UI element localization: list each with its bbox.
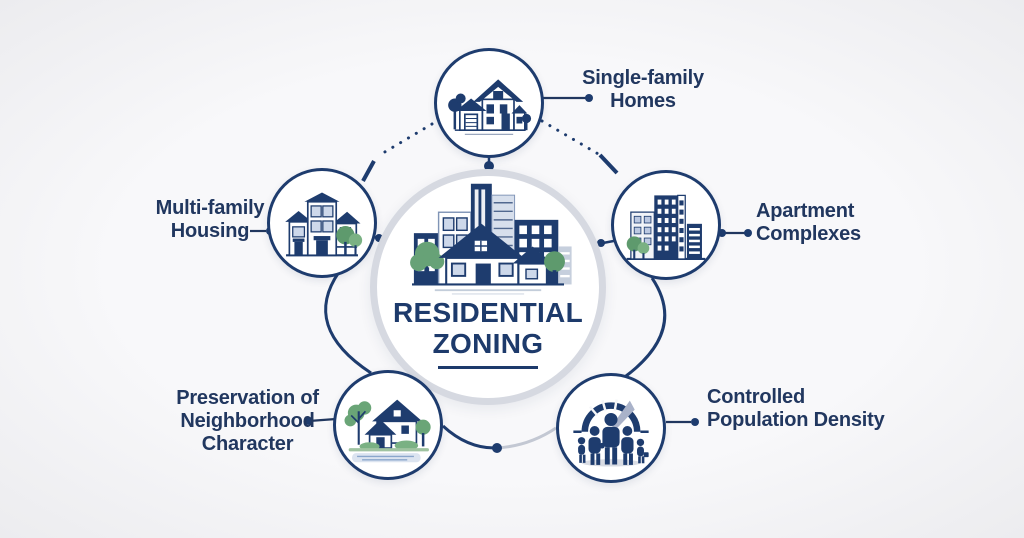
- side-windows: [679, 199, 684, 251]
- dotted-link-top-left: [376, 122, 434, 158]
- label-line: Multi-family: [155, 197, 265, 219]
- label-line: Controlled: [707, 386, 805, 408]
- dotted-link-left-cap: [361, 160, 376, 182]
- dot-density-label: [691, 418, 699, 426]
- label-line: Housing: [170, 220, 250, 242]
- label-controlled-population-density: Controlled Population Density: [707, 386, 892, 432]
- label-multi-family-housing: Multi-family Housing: [130, 197, 290, 243]
- dot-top: [484, 161, 494, 171]
- dotted-link-top-right: [540, 119, 602, 157]
- label-line: Complexes: [756, 223, 861, 245]
- label-apartment-complexes: Apartment Complexes: [756, 200, 906, 246]
- single-family-house-icon: [448, 78, 532, 135]
- label-line: Apartment: [756, 200, 855, 222]
- node-single-family-homes: [434, 48, 544, 158]
- title-underline: [437, 366, 538, 369]
- ring-arc-bottom-left: [441, 424, 498, 450]
- label-line: Character: [201, 433, 294, 455]
- city-skyline-icon: [410, 183, 572, 295]
- center-node: RESIDENTIAL ZONING: [370, 169, 606, 405]
- title-line-1: RESIDENTIAL: [393, 297, 583, 328]
- ring-arc-bottom-right: [496, 426, 557, 450]
- population-gauge-icon: [573, 398, 649, 467]
- family-silhouettes: [577, 412, 649, 465]
- ring-arcs: [324, 271, 667, 450]
- dot-preservation-label: [305, 417, 313, 425]
- tower-windows: [657, 199, 676, 251]
- dot-apartment-label-outer: [744, 229, 752, 237]
- label-line: Single-family: [582, 67, 704, 89]
- connector-preservation: [308, 417, 337, 423]
- label-line: Population Density: [707, 409, 885, 431]
- node-multi-family-housing: [267, 168, 377, 278]
- label-connectors: [250, 96, 746, 424]
- node-apartment-complexes: [611, 170, 721, 280]
- label-line: Homes: [610, 90, 676, 112]
- title-line-2: ZONING: [432, 328, 544, 359]
- dotted-links: [361, 119, 619, 182]
- dot-bottom-arc: [492, 443, 502, 453]
- ring-arc-left: [324, 271, 372, 375]
- node-controlled-population-density: [556, 373, 666, 483]
- gauge-needle: [611, 400, 635, 429]
- dotted-link-right-cap: [598, 153, 619, 175]
- node-preservation-neighborhood-character: [333, 370, 443, 480]
- neighborhood-houses-trees-icon: [344, 399, 431, 462]
- page-title: RESIDENTIAL ZONING: [393, 297, 583, 369]
- label-line: Preservation of: [176, 387, 319, 409]
- dot-single-family-label: [585, 94, 593, 102]
- apartment-buildings-icon: [626, 194, 706, 260]
- label-single-family-homes: Single-family Homes: [563, 67, 723, 113]
- ring-arc-right: [625, 277, 667, 378]
- front-house: [410, 223, 565, 286]
- right-building-stripes: [689, 227, 700, 254]
- multi-family-house-icon: [285, 192, 363, 256]
- label-line: Neighborhood: [180, 410, 315, 432]
- dot-apartment-ring: [597, 239, 605, 247]
- label-preservation-neighborhood-character: Preservation of Neighborhood Character: [160, 387, 335, 456]
- connector-dots: [266, 94, 752, 453]
